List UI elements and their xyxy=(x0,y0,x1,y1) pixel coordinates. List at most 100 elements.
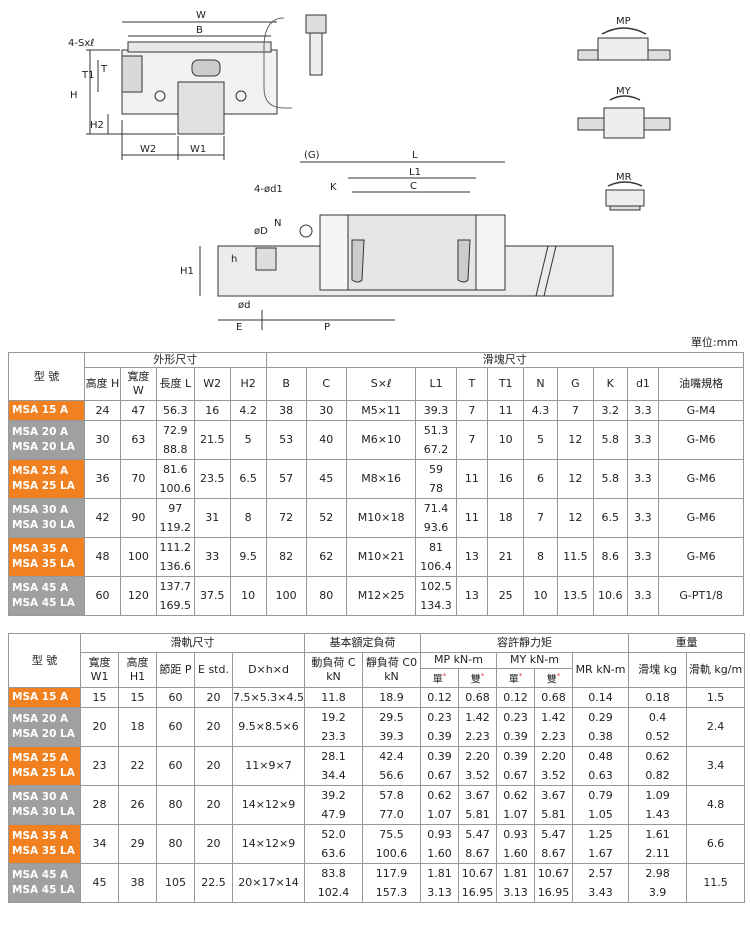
model-name: MSA 20 LA xyxy=(12,441,75,453)
model-name: MSA 20 A xyxy=(12,426,69,438)
value-cell: 12 xyxy=(556,498,594,538)
value-cell-line: 51.3 xyxy=(423,424,449,437)
dim-H: H xyxy=(70,90,78,101)
value-cell-line: 0.62 xyxy=(427,789,452,802)
value-cell: 4.3 xyxy=(523,400,558,421)
header-weight: 重量 xyxy=(628,633,746,653)
value-cell: 62 xyxy=(305,537,347,577)
value-cell: 60 xyxy=(156,687,195,708)
value-cell-line: 0.12 xyxy=(503,691,528,704)
value-cell: 13 xyxy=(455,576,489,616)
value-cell-line: 77.0 xyxy=(379,808,404,821)
value-cell: 21.5 xyxy=(193,420,231,460)
value-cell: 24 xyxy=(84,400,121,421)
value-cell-line: 1.67 xyxy=(588,847,613,860)
value-cell-line: 0.93 xyxy=(427,828,452,841)
header-model: 型 號 xyxy=(7,352,86,401)
model-cell: MSA 20 A MSA 20 LA xyxy=(7,420,86,460)
footnote-star: * xyxy=(442,671,447,680)
value-cell: 39.3 xyxy=(415,400,457,421)
unit-label: 單位:mm xyxy=(690,336,738,349)
value-cell: 8 xyxy=(523,537,558,577)
value-cell: 30 xyxy=(305,400,347,421)
header-block-dim: 滑塊尺寸 xyxy=(265,352,745,368)
value-cell: 10 xyxy=(523,576,558,616)
header-col: 靜負荷 C0 kN xyxy=(362,652,421,688)
value-cell-line: 59 xyxy=(429,463,444,476)
model-name: MSA 35 A xyxy=(12,543,69,555)
value-cell: 63 xyxy=(119,420,157,460)
value-cell: 3.2 xyxy=(592,400,628,421)
value-cell: 42 xyxy=(84,498,121,538)
value-cell-line: 102.4 xyxy=(317,886,350,899)
header-col: 高度 H xyxy=(84,367,121,401)
header-col: E std. xyxy=(194,652,233,688)
value-cell: 3.3 xyxy=(626,459,660,499)
value-cell: 38 xyxy=(118,863,157,903)
value-cell: 25 xyxy=(487,576,525,616)
value-cell-line: 52.0 xyxy=(321,828,346,841)
value-cell: 11.8 xyxy=(304,687,363,708)
value-cell-line: 16.95 xyxy=(461,886,494,899)
value-cell-line: 117.9 xyxy=(375,867,408,880)
dim-N: N xyxy=(274,218,281,229)
value-cell: 20 xyxy=(80,707,119,747)
value-cell-line: 0.4 xyxy=(648,711,667,724)
model-name: MSA 30 A xyxy=(12,791,69,803)
value-cell-line: 0.93 xyxy=(503,828,528,841)
value-cell: 60 xyxy=(84,576,121,616)
value-cell: 3.3 xyxy=(626,576,660,616)
value-cell: 0.12 xyxy=(496,687,535,708)
model-name: MSA 30 LA xyxy=(12,519,75,531)
value-cell-line: 0.62 xyxy=(645,750,670,763)
value-cell-line: 1.43 xyxy=(645,808,670,821)
value-cell-line: 39.3 xyxy=(379,730,404,743)
dim-P: P xyxy=(324,322,330,333)
value-cell: 11.5 xyxy=(556,537,594,577)
value-cell: 33 xyxy=(193,537,231,577)
dim-H2: H2 xyxy=(90,120,104,131)
value-cell: 23 xyxy=(80,746,119,786)
dim-W1: W1 xyxy=(190,144,206,155)
value-cell: 57.8 77.0 xyxy=(362,785,421,825)
value-cell-line: 8.67 xyxy=(541,847,566,860)
value-cell: 18 xyxy=(487,498,525,538)
header-col: 寬度 W xyxy=(119,367,157,401)
value-cell: 31 xyxy=(193,498,231,538)
value-cell: 105 xyxy=(156,863,195,903)
value-cell: 11 xyxy=(455,498,489,538)
value-cell-line: 134.3 xyxy=(420,599,452,612)
model-name: MSA 35 A xyxy=(12,830,69,842)
value-cell-line: 56.6 xyxy=(379,769,404,782)
value-cell: 34 xyxy=(80,824,119,864)
value-cell-line: 57.8 xyxy=(379,789,404,802)
value-cell: 11 xyxy=(455,459,489,499)
value-cell-line: 0.38 xyxy=(588,730,613,743)
header-double-text: 雙 xyxy=(546,674,557,685)
value-cell: 15 xyxy=(80,687,119,708)
header-double: 雙* xyxy=(458,667,497,689)
value-cell: 11.5 xyxy=(686,863,746,903)
